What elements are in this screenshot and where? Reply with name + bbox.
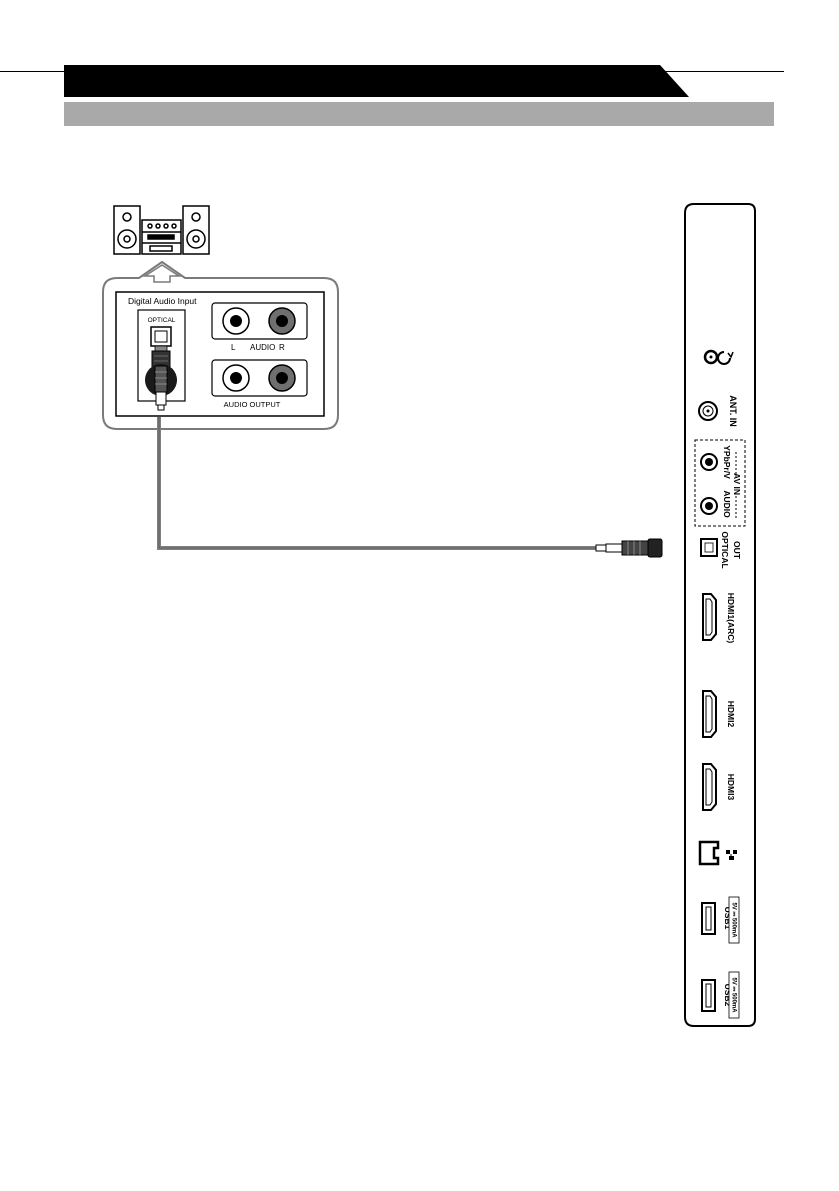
optical-input-label: OPTICAL <box>148 317 176 324</box>
hdmi2-port <box>703 691 716 737</box>
hdmi1-port <box>703 594 716 640</box>
audio-port-label: AUDIO <box>722 490 732 518</box>
tv-side-panel <box>685 204 755 1026</box>
hdmi1-label: HDMI1(ARC) <box>726 593 736 644</box>
optical-out-label: OPTICAL <box>720 531 730 568</box>
hdmi3-port <box>703 764 716 810</box>
antenna-port <box>699 402 717 420</box>
usb1-rating: 5V ⎓ 500mA <box>730 902 736 938</box>
usb2-rating: 5V ⎓ 500mA <box>730 977 736 1013</box>
ypbpr-port <box>701 454 717 470</box>
ypbpr-label: YPbPr/V <box>722 445 732 479</box>
usb2-port <box>702 980 715 1011</box>
receiver-panel-title: Digital Audio Input <box>128 296 197 306</box>
optical-cable-plug <box>596 539 662 557</box>
audio-l-label: L <box>231 343 236 352</box>
usb1-port <box>702 903 715 934</box>
hdmi3-label: HDMI3 <box>726 774 736 801</box>
audio-port <box>701 498 717 514</box>
audio-r-label: R <box>279 343 285 352</box>
hdmi2-label: HDMI2 <box>726 701 736 728</box>
stereo-system-icon <box>114 206 209 254</box>
optical-out-port <box>701 539 717 556</box>
av-in-label: AV IN <box>732 473 742 495</box>
optical-cable <box>159 417 597 548</box>
audio-output-label: AUDIO OUTPUT <box>224 400 281 409</box>
headphone-port <box>705 351 717 363</box>
ant-in-label: ANT. IN <box>728 395 738 427</box>
optical-out-label-2: OUT <box>732 541 742 560</box>
audio-label: AUDIO <box>250 343 275 352</box>
